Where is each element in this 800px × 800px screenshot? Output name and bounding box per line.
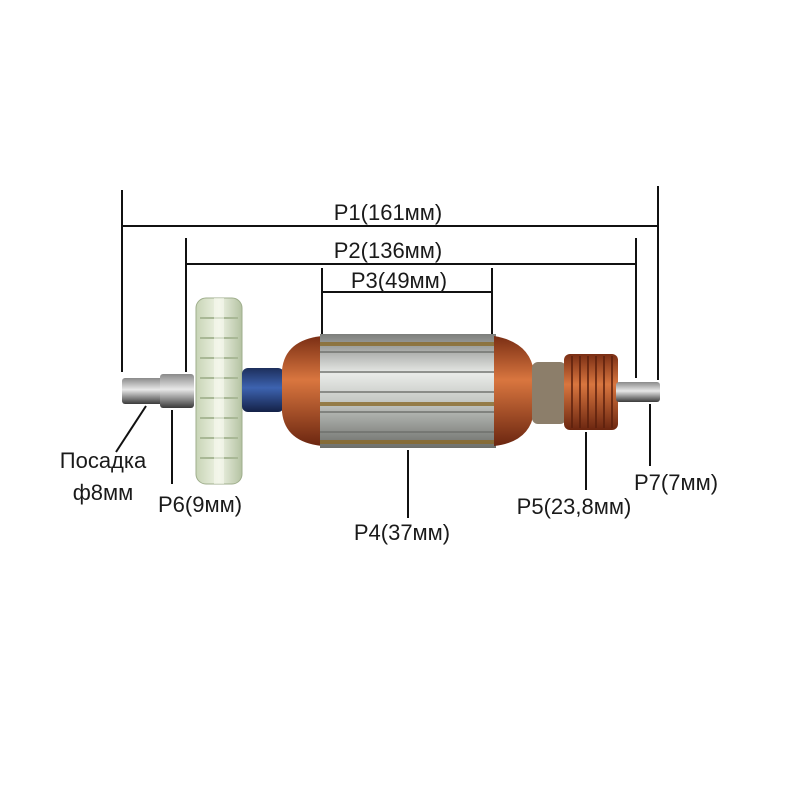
label-fit-line1: Посадка	[60, 448, 147, 473]
commutator	[564, 354, 618, 430]
label-p2: P2(136мм)	[334, 238, 443, 263]
dimension-lines	[115, 186, 659, 518]
collar	[532, 362, 566, 424]
right-winding	[494, 336, 534, 446]
left-winding	[282, 336, 322, 446]
fan	[195, 297, 243, 485]
label-p1: P1(161мм)	[334, 200, 443, 225]
label-p5: P5(23,8мм)	[517, 494, 632, 519]
right-shaft	[616, 382, 660, 402]
label-p7: P7(7мм)	[634, 470, 718, 495]
insulation-sleeve	[242, 368, 284, 412]
armature	[122, 297, 660, 485]
label-p3: P3(49мм)	[351, 268, 447, 293]
label-p4: P4(37мм)	[354, 520, 450, 545]
label-p6: P6(9мм)	[158, 492, 242, 517]
label-fit-line2: ф8мм	[73, 480, 134, 505]
bearing-seat	[160, 374, 194, 408]
